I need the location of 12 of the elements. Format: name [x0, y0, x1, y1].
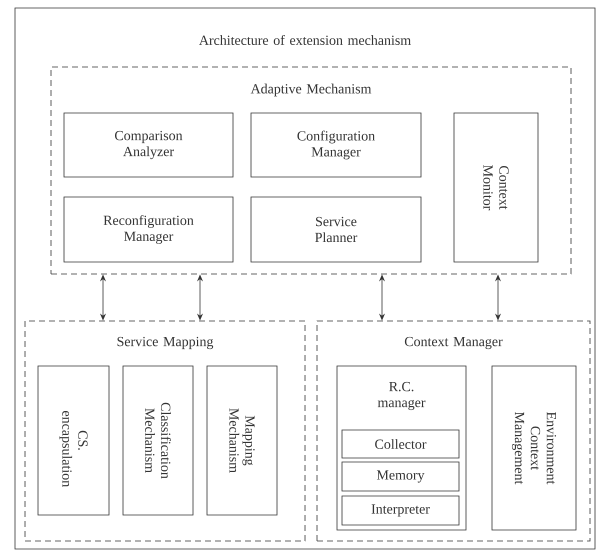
component-box: CS. encapsulation — [38, 366, 110, 516]
component-box: Mapping Mechanism — [206, 366, 278, 516]
component-box: Collector — [342, 430, 460, 458]
component-box: Interpreter — [342, 496, 460, 526]
component-box: Context Monitor — [454, 112, 538, 262]
component-box: Comparison Analyzer — [64, 112, 234, 178]
component-box: Memory — [342, 462, 460, 492]
component-box: Service Planner — [250, 196, 422, 262]
component-box: Reconfiguration Manager — [64, 196, 234, 262]
component-box: Environment Context Management — [492, 366, 576, 530]
component-box: Configuration Manager — [250, 112, 422, 178]
component-box: Classification Mechanism — [122, 366, 194, 516]
